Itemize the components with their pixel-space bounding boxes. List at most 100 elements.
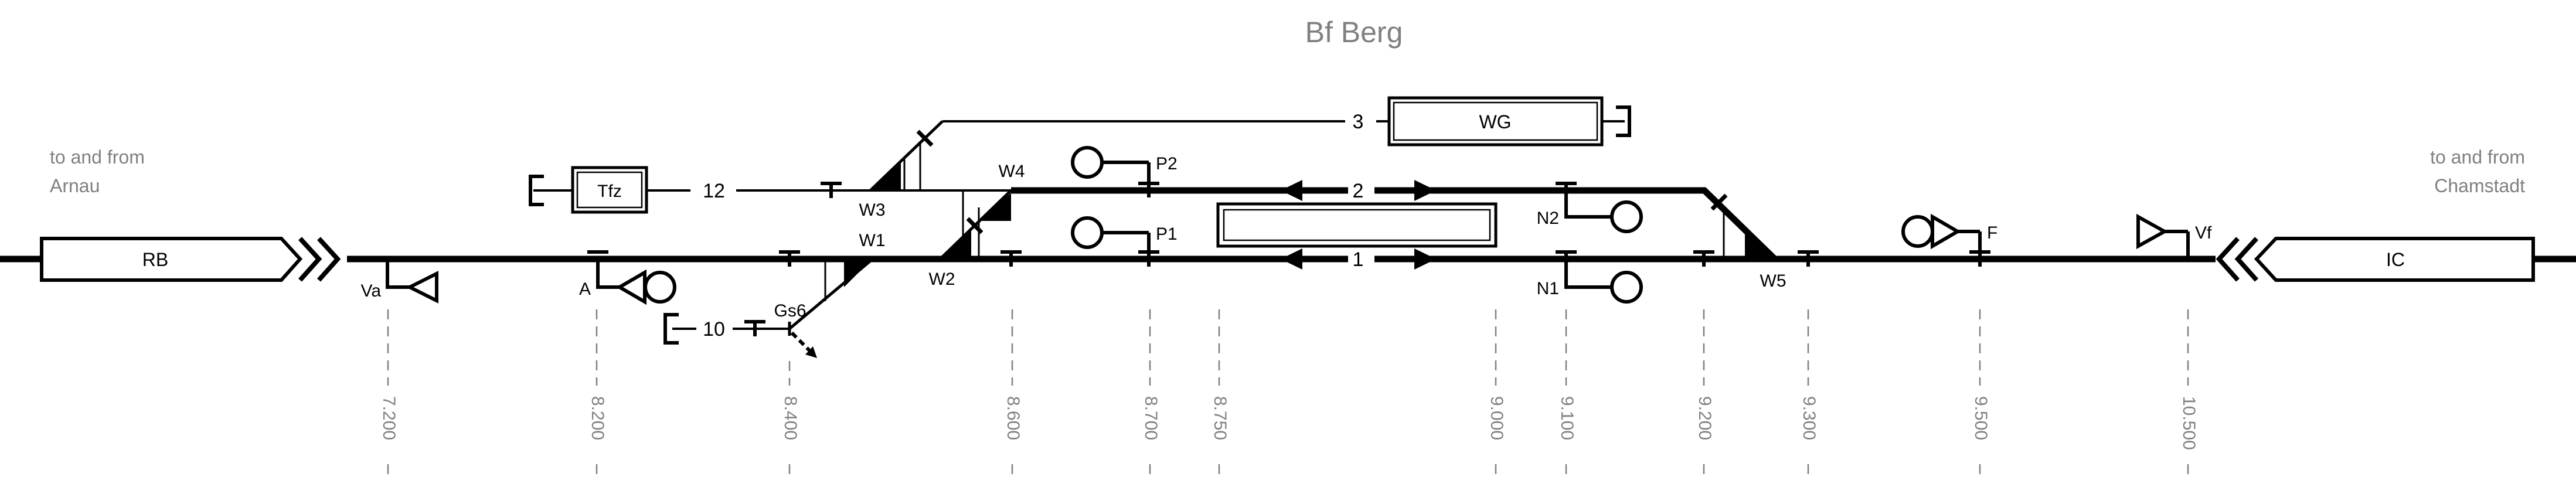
signal-vf-label: Vf bbox=[2195, 223, 2212, 243]
tick-branch-w3 bbox=[916, 130, 934, 147]
train-ic-body bbox=[2254, 237, 2535, 282]
switch-w5-label: W5 bbox=[1760, 271, 1786, 291]
derailer-label: Gs6 bbox=[774, 301, 806, 321]
platform-inner bbox=[1223, 209, 1491, 241]
direction-arrows bbox=[1281, 180, 1436, 270]
signal-n1-mast bbox=[1564, 252, 1612, 289]
switch-w3-triangle bbox=[870, 161, 901, 192]
train-rb-label: RB bbox=[142, 249, 168, 270]
platform-outer bbox=[1216, 202, 1498, 248]
km-label: 8.700 bbox=[1141, 396, 1161, 440]
switch-w4-label: W4 bbox=[999, 162, 1025, 181]
signal-f-main-icon bbox=[1901, 215, 1934, 248]
switch-w3-label: W3 bbox=[859, 200, 886, 220]
signals bbox=[386, 146, 2190, 305]
derailer-throw-arrow-shaft bbox=[790, 331, 813, 354]
signal-a-distant-icon bbox=[616, 269, 646, 305]
km-label: 9.000 bbox=[1487, 396, 1506, 440]
derailer-throw-arrow-head bbox=[805, 346, 817, 358]
km-label: 9.200 bbox=[1695, 396, 1714, 440]
km-label: 7.200 bbox=[379, 396, 399, 440]
km-label: 9.500 bbox=[1971, 396, 1990, 440]
switch-w2-label: W2 bbox=[929, 270, 955, 289]
signal-n1-label: N1 bbox=[1537, 279, 1559, 298]
platform bbox=[1216, 202, 1498, 248]
km-label: 9.100 bbox=[1557, 396, 1577, 440]
t-mark-track10 bbox=[744, 320, 765, 336]
approach-left-line2: Arnau bbox=[50, 175, 100, 196]
track-1-label: 1 bbox=[1353, 248, 1364, 271]
signal-n2-main-icon bbox=[1610, 200, 1643, 233]
tick-branch-w2 bbox=[966, 217, 984, 234]
signal-f-distant-icon bbox=[1931, 213, 1961, 250]
signal-n1-main-icon bbox=[1610, 271, 1643, 304]
train-rb-chevrons-icon bbox=[298, 237, 341, 282]
signal-va-distant-icon bbox=[406, 271, 438, 304]
km-labels: 7.200 8.200 8.400 8.600 8.700 8.750 9.00… bbox=[379, 396, 2199, 450]
tick-branch-w5 bbox=[1710, 193, 1728, 211]
signal-n2-mast bbox=[1564, 183, 1612, 219]
signal-f-mast bbox=[1958, 230, 1982, 267]
km-label: 8.200 bbox=[588, 396, 607, 440]
track-12-label: 12 bbox=[703, 180, 725, 202]
arrow-right-track1-icon bbox=[1414, 248, 1436, 270]
signal-p2-label: P2 bbox=[1156, 154, 1178, 173]
clearance-marks bbox=[824, 141, 1725, 301]
train-ic: IC bbox=[2216, 237, 2535, 282]
switch-w1-label: W1 bbox=[859, 231, 886, 250]
facility-wg: WG bbox=[1387, 96, 1604, 146]
wg-box-outer bbox=[1387, 96, 1604, 146]
signal-a-mast bbox=[596, 259, 620, 289]
wg-label: WG bbox=[1479, 111, 1511, 132]
signal-vf-mast bbox=[2165, 230, 2190, 259]
km-label: 10.500 bbox=[2179, 396, 2199, 450]
track-3-label: 3 bbox=[1353, 111, 1364, 133]
buffer-stop-track12 bbox=[529, 175, 544, 206]
tfz-label: Tfz bbox=[597, 182, 622, 201]
t-mark-track1-w4 bbox=[1001, 250, 1022, 267]
facility-tfz: Tfz bbox=[571, 166, 648, 214]
km-label: 9.300 bbox=[1799, 396, 1819, 440]
tfz-box-inner bbox=[576, 171, 643, 209]
arrow-left-track2-icon bbox=[1281, 180, 1302, 201]
signal-p2-mast bbox=[1102, 161, 1151, 197]
train-rb-body bbox=[40, 237, 303, 282]
track-ends bbox=[529, 105, 1631, 345]
signal-p1-label: P1 bbox=[1156, 224, 1178, 244]
track-end-marker-track3 bbox=[1616, 105, 1631, 137]
signal-va-mast bbox=[386, 262, 410, 289]
switch-w5-triangle bbox=[1745, 230, 1774, 258]
km-label: 8.400 bbox=[781, 396, 800, 440]
signal-p2-main-icon bbox=[1071, 146, 1104, 179]
branch-ticks bbox=[916, 130, 1728, 234]
train-ic-label: IC bbox=[2386, 249, 2405, 270]
signal-a-label: A bbox=[579, 280, 591, 299]
signal-n2-label: N2 bbox=[1537, 209, 1559, 228]
signal-va-label: Va bbox=[361, 281, 382, 301]
signal-vf-distant-icon bbox=[2136, 213, 2169, 250]
arrow-left-track1-icon bbox=[1281, 248, 1302, 270]
km-label: 8.600 bbox=[1003, 396, 1023, 440]
tfz-box-outer bbox=[571, 166, 648, 214]
train-rb: RB bbox=[40, 237, 341, 282]
page-title: Bf Berg bbox=[1305, 16, 1403, 49]
train-ic-chevrons-icon bbox=[2216, 237, 2258, 282]
switch-w4-triangle bbox=[979, 193, 1011, 221]
t-mark-track1-w5 bbox=[1693, 250, 1714, 267]
approach-right-line1: to and from bbox=[2430, 146, 2525, 168]
t-mark-track1-east bbox=[1798, 250, 1819, 267]
derailer-gs6: Gs6 bbox=[774, 301, 817, 358]
signal-a-main-icon bbox=[644, 271, 676, 304]
t-mark-track12 bbox=[821, 182, 842, 198]
track-2-label: 2 bbox=[1353, 180, 1364, 202]
signal-p1-mast bbox=[1102, 231, 1151, 267]
km-gridlines bbox=[387, 309, 2189, 476]
signal-p1-main-icon bbox=[1071, 216, 1104, 249]
approach-left-line1: to and from bbox=[50, 146, 145, 168]
buffer-stop-track10 bbox=[663, 313, 679, 345]
track-10-label: 10 bbox=[703, 318, 725, 340]
switch-w1-triangle bbox=[844, 258, 873, 287]
approach-right-line2: Chamstadt bbox=[2434, 175, 2525, 196]
